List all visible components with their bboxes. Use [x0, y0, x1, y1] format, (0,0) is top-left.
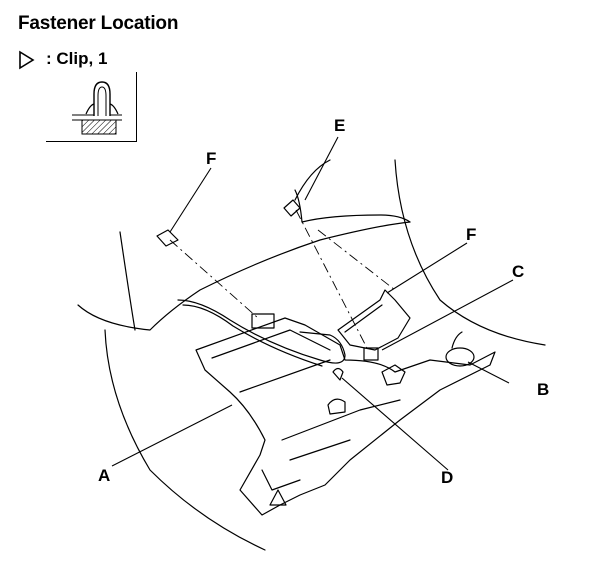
- callout-a: A: [98, 466, 111, 485]
- mount-boss-left: [251, 313, 275, 329]
- fastener-e: [283, 199, 301, 217]
- leader-b: [467, 361, 510, 384]
- clip-detail-inset: [46, 72, 137, 142]
- body-outline-curve: [119, 231, 136, 331]
- clip-triangle: [269, 489, 287, 506]
- clip-icon: [72, 81, 122, 135]
- callout-d: D: [441, 468, 454, 487]
- leader-e: [304, 136, 339, 201]
- hose: [177, 299, 346, 364]
- callout-e: E: [334, 116, 346, 135]
- callout-f-left: F: [206, 149, 217, 168]
- body-right-curve: [394, 159, 546, 346]
- bolt-b: [445, 347, 475, 367]
- leader-f-left: [169, 167, 212, 233]
- leader-a: [111, 404, 233, 467]
- callout-b: B: [537, 380, 550, 399]
- callout-f-right: F: [466, 225, 477, 244]
- bolt-b-arrow: [451, 331, 463, 349]
- body-outline-left: [77, 221, 411, 331]
- mount-clip-c: [363, 347, 379, 361]
- mount-boss-center: [327, 398, 346, 415]
- leader-c: [381, 279, 514, 351]
- fastener-f-left: [156, 229, 179, 247]
- mount-boss-right: [381, 364, 406, 386]
- page-title: Fastener Location: [18, 13, 179, 34]
- leader-d: [341, 377, 449, 471]
- callout-c: C: [512, 262, 525, 281]
- clip-d: [332, 367, 344, 381]
- bracket: [337, 289, 411, 351]
- body-bottom-curve: [104, 329, 266, 551]
- fender-line: [301, 214, 411, 223]
- leader-f-right: [386, 242, 468, 294]
- legend-text: : Clip, 1: [46, 49, 108, 68]
- undercover-panel: [195, 317, 496, 516]
- wheel-arch: [294, 159, 331, 223]
